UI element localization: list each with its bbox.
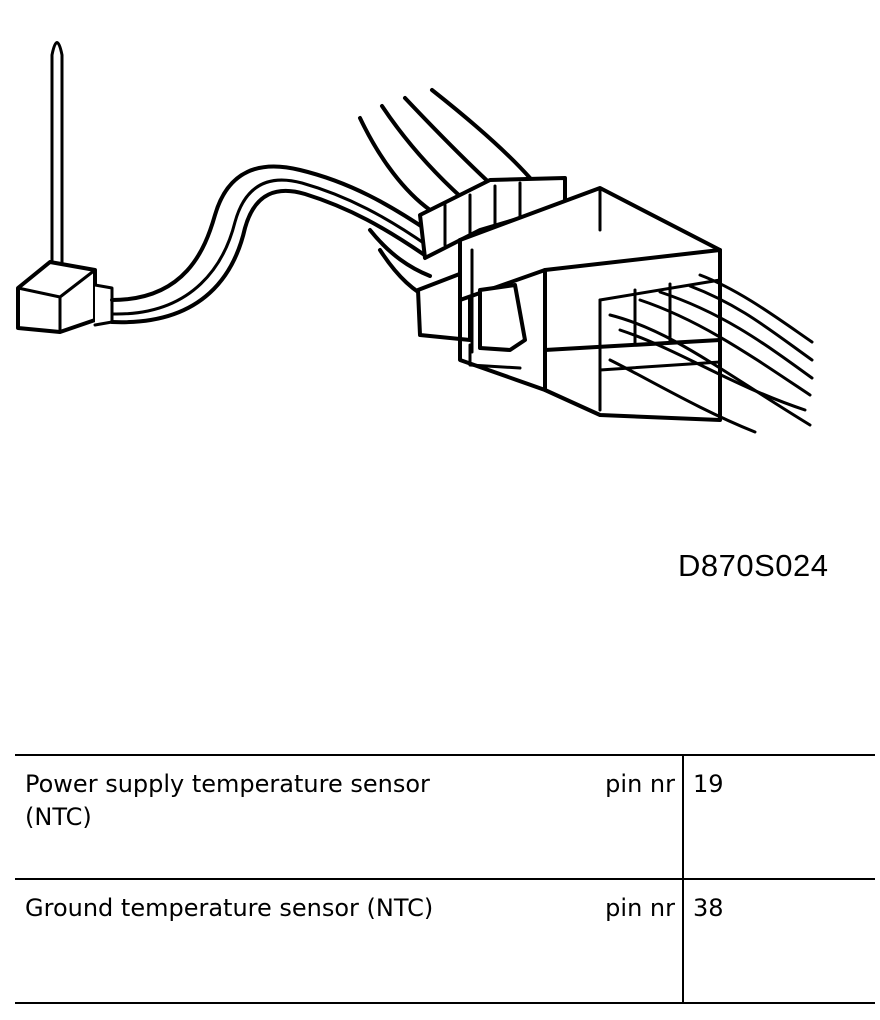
wire-bundle-front xyxy=(608,273,814,434)
row-pin-label: pin nr xyxy=(605,894,675,922)
pin-assignment-table: Power supply temperature sensor (NTC) pi… xyxy=(15,754,875,1004)
sensor-cable xyxy=(110,164,432,325)
temperature-sensor-icon xyxy=(16,41,114,334)
wire-bundle-rear xyxy=(358,88,532,302)
table-rule-middle xyxy=(15,878,875,880)
row-pin-label: pin nr xyxy=(605,770,675,798)
row-description: Ground temperature sensor (NTC) xyxy=(25,894,434,922)
table-rule-top xyxy=(15,754,875,756)
drawing-reference-number: D870S024 xyxy=(678,548,829,583)
table-column-divider xyxy=(682,754,684,1004)
row-description: Power supply temperature sensor (NTC) xyxy=(25,770,430,831)
sensor-connector-illustration xyxy=(16,41,814,434)
row-pin-number: 19 xyxy=(693,770,724,798)
connector-plug-icon xyxy=(416,176,722,422)
table-rule-bottom xyxy=(15,1002,875,1004)
row-pin-number: 38 xyxy=(693,894,724,922)
